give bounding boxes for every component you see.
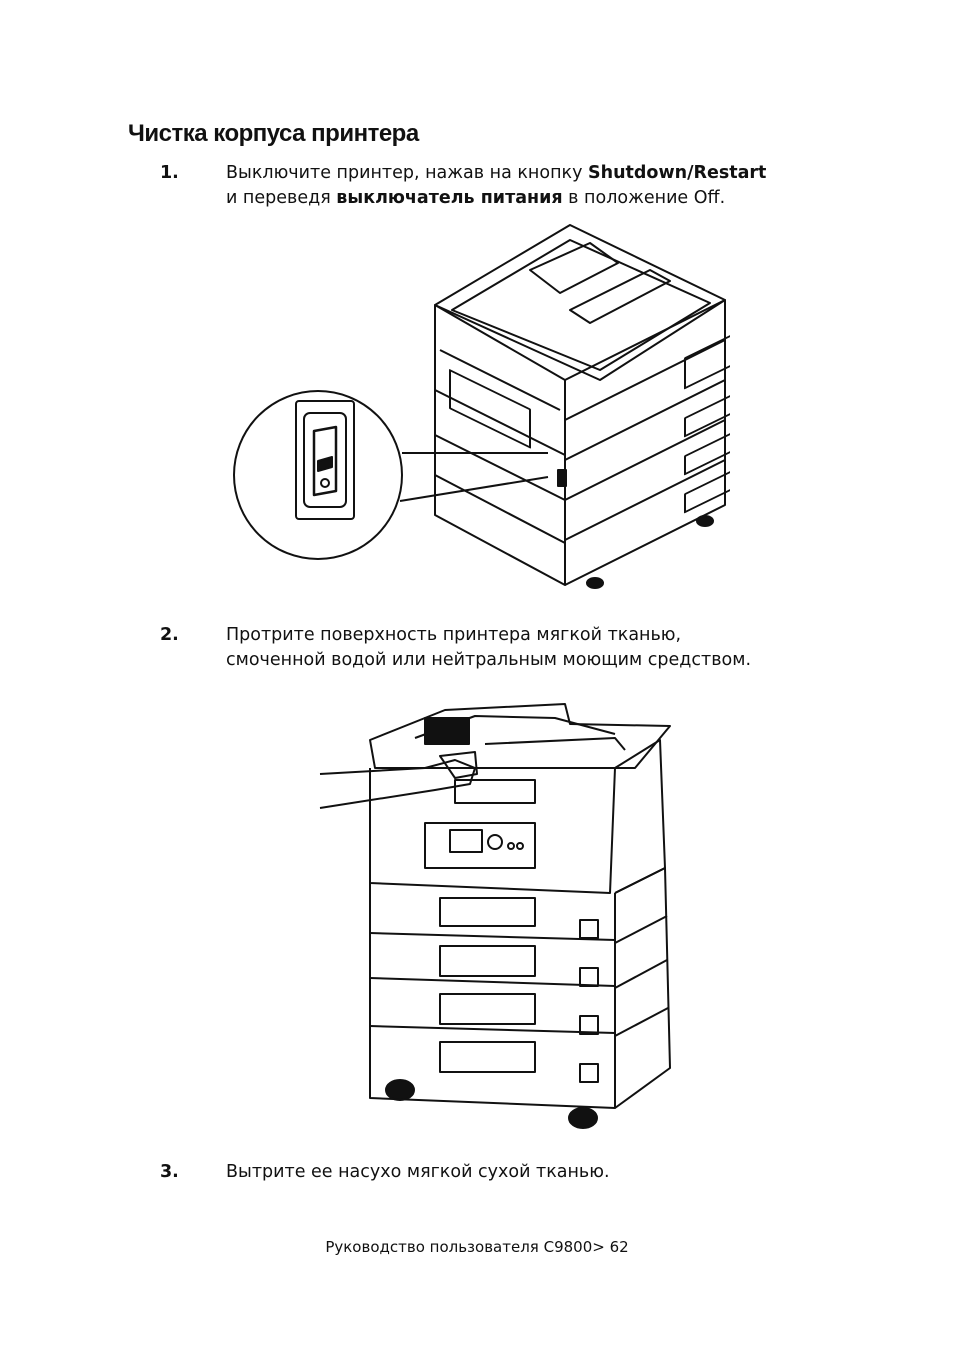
step-number: 2. [160,625,179,645]
step-text: Выключите принтер, нажав на кнопку Shutd… [226,163,767,208]
step-number: 1. [160,163,179,183]
power-switch-label: выключатель питания [336,188,563,208]
shutdown-restart-label: Shutdown/Restart [588,163,767,183]
step-number: 3. [160,1162,179,1182]
printer-power-switch-illustration [230,215,730,595]
printer-wiping-illustration [315,688,685,1134]
page-title: Чистка корпуса принтера [128,120,419,147]
page-footer: Руководство пользователя C9800> 62 [325,1238,629,1256]
step-text: Вытрите ее насухо мягкой сухой тканью. [226,1162,610,1182]
step-text: Протрите поверхность принтера мягкой тка… [226,625,752,670]
